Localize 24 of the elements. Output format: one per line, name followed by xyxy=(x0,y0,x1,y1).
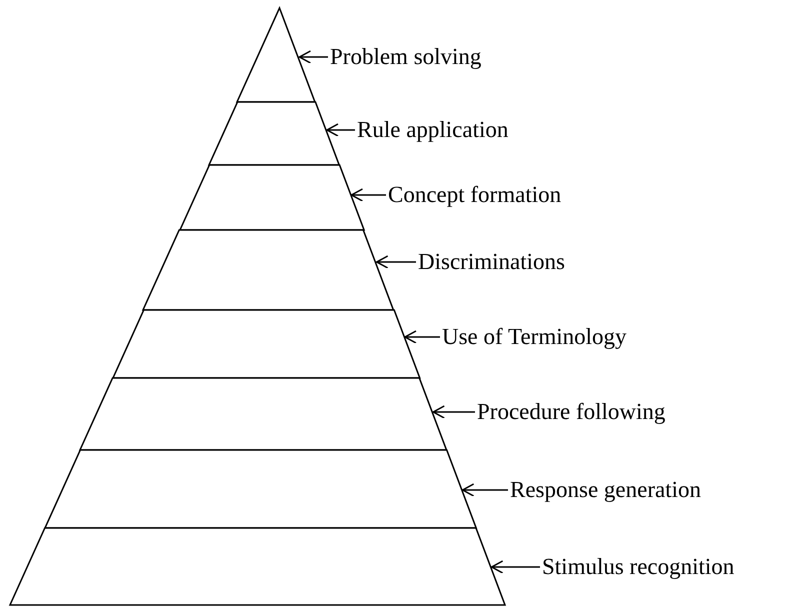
arrow xyxy=(326,123,355,137)
level-label: Use of Terminology xyxy=(442,324,626,350)
level-label: Concept formation xyxy=(388,182,562,208)
pyramid-layer xyxy=(208,102,340,165)
arrow xyxy=(404,330,440,344)
arrow xyxy=(432,405,475,419)
level-label: Problem solving xyxy=(330,44,482,70)
pyramid-layer xyxy=(180,165,364,230)
level-label: Procedure following xyxy=(477,399,666,425)
pyramid-layer xyxy=(10,528,505,605)
pyramid-layer xyxy=(143,230,394,310)
pyramid-layer xyxy=(44,450,476,528)
level-label: Stimulus recognition xyxy=(542,554,734,580)
arrow xyxy=(376,255,416,269)
arrow xyxy=(298,50,328,64)
level-label: Rule application xyxy=(357,117,508,143)
pyramid-apex xyxy=(237,8,316,102)
pyramid-layer xyxy=(112,310,420,378)
level-label: Response generation xyxy=(510,477,701,503)
level-label: Discriminations xyxy=(418,249,565,275)
arrow xyxy=(462,483,508,497)
arrow xyxy=(490,560,540,574)
arrow xyxy=(350,188,386,202)
pyramid-layer xyxy=(80,378,447,450)
